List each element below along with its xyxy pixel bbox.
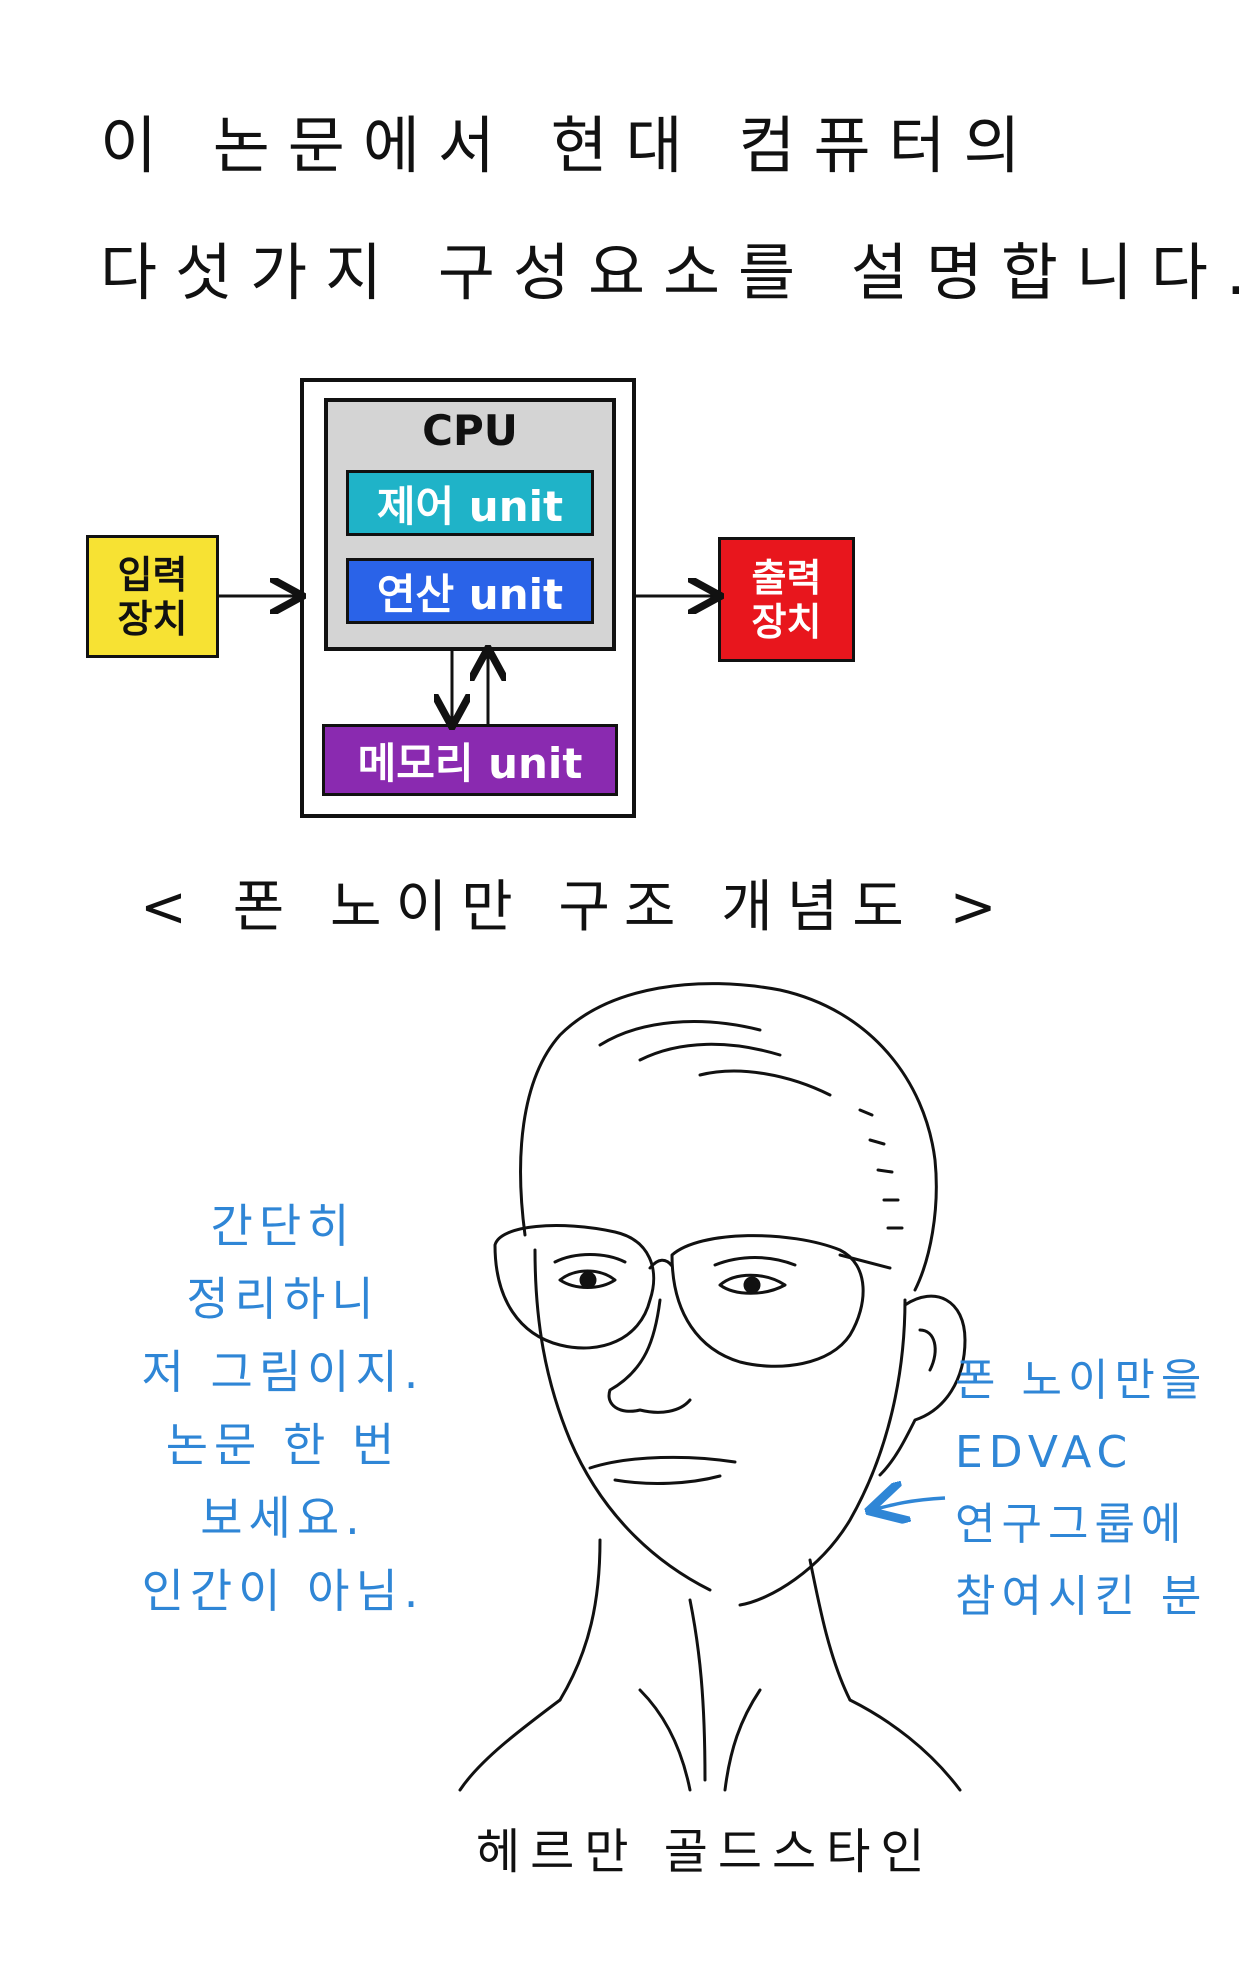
title-line-1: 이 논문에서 현대 컴퓨터의	[100, 109, 1039, 182]
left-annotation-line: 보세요.	[200, 1491, 366, 1545]
left-annotation-line: 정리하니	[186, 1272, 380, 1326]
portrait-drawing	[458, 982, 967, 1792]
right-annotation-line: 참여시킨 분	[955, 1571, 1208, 1622]
left-annotation-line: 저 그림이지.	[141, 1345, 425, 1399]
right-annotation: 폰 노이만을 EDVAC 연구그룹에 참여시킨 분	[955, 1345, 1205, 1633]
output-device-box: 출력 장치	[718, 537, 855, 662]
right-annotation-line: 연구그룹에	[955, 1499, 1188, 1550]
memory-unit-box: 메모리 unit	[322, 724, 618, 796]
left-annotation-line: 논문 한 번	[165, 1418, 401, 1472]
output-device-label-1: 출력	[751, 555, 822, 600]
cpu-label: CPU	[422, 406, 518, 455]
input-device-label-1: 입력	[117, 552, 188, 597]
alu-unit-box: 연산 unit	[346, 558, 594, 624]
annotation-arrow	[872, 1498, 946, 1510]
title-line-2: 다섯가지 구성요소를 설명합니다.	[100, 236, 1250, 309]
right-annotation-line: 폰 노이만을	[955, 1355, 1208, 1406]
left-annotation: 간단히 정리하니 저 그림이지. 논문 한 번 보세요. 인간이 아님.	[138, 1190, 428, 1628]
left-annotation-line: 간단히	[210, 1199, 356, 1253]
control-unit-box: 제어 unit	[346, 470, 594, 536]
input-device-label-2: 장치	[117, 596, 188, 641]
right-annotation-line: EDVAC	[955, 1427, 1134, 1478]
left-annotation-line: 인간이 아님.	[141, 1564, 425, 1618]
output-device-label-2: 장치	[751, 599, 822, 644]
portrait-name: 헤르만 골드스타인	[476, 1824, 935, 1880]
input-device-box: 입력 장치	[86, 535, 219, 658]
diagram-caption: < 폰 노이만 구조 개념도 >	[140, 875, 1011, 940]
